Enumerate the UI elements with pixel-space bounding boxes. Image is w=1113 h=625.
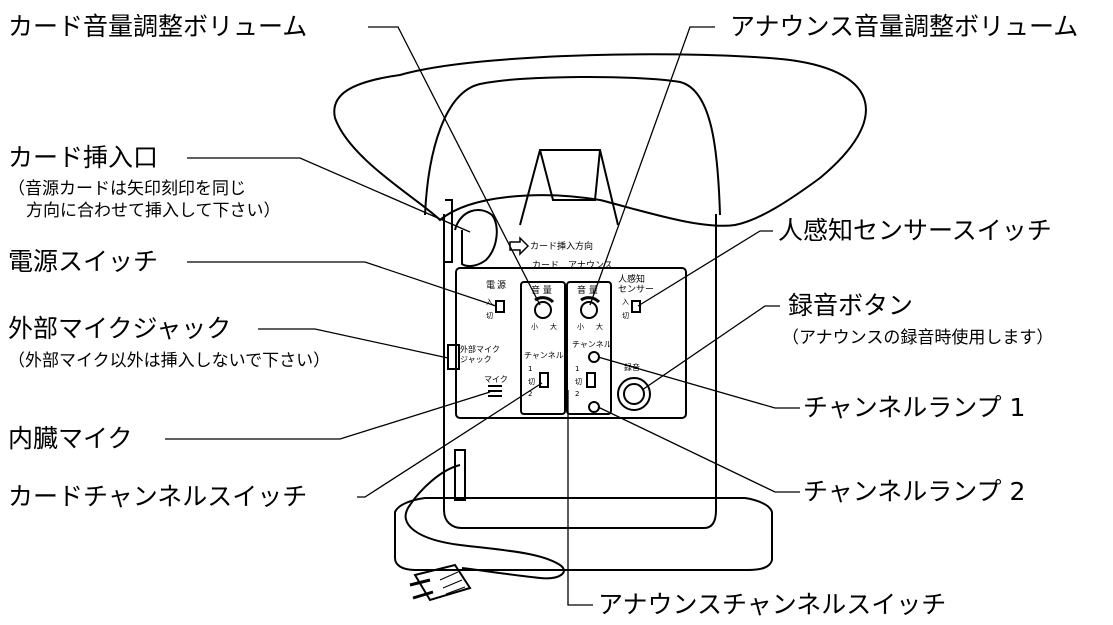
panel-label-sensor-on: 入 <box>622 298 629 306</box>
control-panel <box>455 267 687 419</box>
panel-label-card-ch1: 1 <box>528 365 532 373</box>
panel-label-sensor-off: 切 <box>622 312 629 320</box>
card-holder <box>519 149 619 226</box>
panel-label-small-announce: 小 <box>577 322 584 331</box>
panel-label-channel-announce: チャンネル <box>572 340 612 349</box>
panel-label-power-1: 電 <box>486 280 495 291</box>
panel-label-ext-mic-1: 外部マイク <box>460 344 500 354</box>
panel-label-card: カード <box>532 260 559 271</box>
hood-outline <box>333 53 867 227</box>
body-inner-outline <box>424 75 721 216</box>
panel-label-large-announce: 大 <box>596 322 603 331</box>
channel-lamp-2 <box>588 401 600 413</box>
callout-card-slot-note-2: 方向に合わせて挿入して下さい） <box>26 201 281 221</box>
callout-announce-volume: アナウンス音量調整ボリューム <box>730 12 1079 41</box>
builtin-mic-grille <box>488 385 502 397</box>
leader-card-channel <box>357 382 543 498</box>
sensor-switch <box>631 300 641 313</box>
record-button-ring <box>617 377 651 411</box>
leader-record <box>641 305 780 391</box>
panel-label-ann-off: 切 <box>575 378 582 386</box>
callout-channel-lamp-1: チャンネルランプ 1 <box>803 393 1026 422</box>
card-volume-knob <box>534 301 552 319</box>
callout-card-slot-note-1: （音源カードは矢印刻印を同じ <box>8 179 246 199</box>
leader-sensor <box>637 230 773 307</box>
panel-label-channel-card: チャンネル <box>524 351 564 360</box>
base-outline <box>394 497 773 571</box>
plug <box>413 563 472 602</box>
leader-lamp-1 <box>597 356 800 409</box>
announce-volume-knob <box>580 301 598 319</box>
callout-ext-mic-jack: 外部マイクジャック <box>8 314 232 343</box>
panel-label-power-on: 入 <box>486 298 493 306</box>
panel-label-sensor-1: 人感知 <box>618 273 645 285</box>
panel-label-ext-mic-2: ジャック <box>460 355 492 364</box>
callout-channel-lamp-2: チャンネルランプ 2 <box>803 477 1026 506</box>
announce-channel-switch <box>586 372 596 388</box>
callout-record-button-note: （アナウンスの録音時使用します） <box>782 328 1054 348</box>
panel-label-direction: カード挿入方向 <box>530 240 593 252</box>
callout-card-volume: カード音量調整ボリューム <box>8 12 308 41</box>
panel-label-ann-ch2: 2 <box>575 390 579 398</box>
leader-announce-volume <box>589 26 715 306</box>
ext-mic-jack <box>447 344 460 370</box>
power-cord <box>404 464 565 580</box>
announce-section <box>566 281 612 415</box>
panel-label-small-card: 小 <box>531 322 538 331</box>
panel-label-power-off: 切 <box>486 312 493 320</box>
panel-label-volume-announce: 音 量 <box>577 284 598 296</box>
callout-card-slot: カード挿入口 <box>8 143 159 172</box>
callout-announce-channel-switch: アナウンスチャンネルスイッチ <box>598 590 947 619</box>
leader-announce-channel <box>567 390 593 606</box>
panel-label-card-ch2: 2 <box>528 390 532 398</box>
leader-lamp-2 <box>597 406 800 493</box>
panel-label-volume-card: 音 量 <box>531 284 552 296</box>
power-switch <box>495 300 505 313</box>
card-channel-switch <box>539 372 549 388</box>
leader-power-switch <box>187 261 497 307</box>
callout-record-button: 録音ボタン <box>788 291 914 320</box>
panel-label-ann-ch1: 1 <box>575 365 579 373</box>
callout-card-channel-switch: カードチャンネルスイッチ <box>8 482 308 511</box>
panel-label-large-card: 大 <box>550 322 557 331</box>
record-button <box>623 383 645 405</box>
panel-label-announce: アナウンス <box>568 260 613 271</box>
body-outline <box>443 214 717 529</box>
panel-label-card-off: 切 <box>528 378 535 386</box>
leader-ext-mic <box>258 328 449 359</box>
card-section <box>520 281 566 415</box>
panel-label-sensor-2: センサー <box>618 284 654 295</box>
leader-card-slot <box>187 157 471 233</box>
callout-power-switch: 電源スイッチ <box>8 247 159 276</box>
callout-motion-sensor: 人感知センサースイッチ <box>778 216 1052 245</box>
channel-lamp-1 <box>588 351 600 363</box>
leader-card-volume <box>368 26 541 306</box>
card-slot-bracket <box>445 199 453 263</box>
panel-label-mic: マイク <box>484 375 508 384</box>
panel-label-record: 録音 <box>624 362 640 372</box>
leader-builtin-mic <box>165 391 491 440</box>
callout-builtin-mic: 内臓マイク <box>8 424 133 453</box>
panel-label-power-2: 源 <box>497 280 506 291</box>
callout-ext-mic-jack-note: （外部マイク以外は挿入しないで下さい） <box>8 351 331 371</box>
